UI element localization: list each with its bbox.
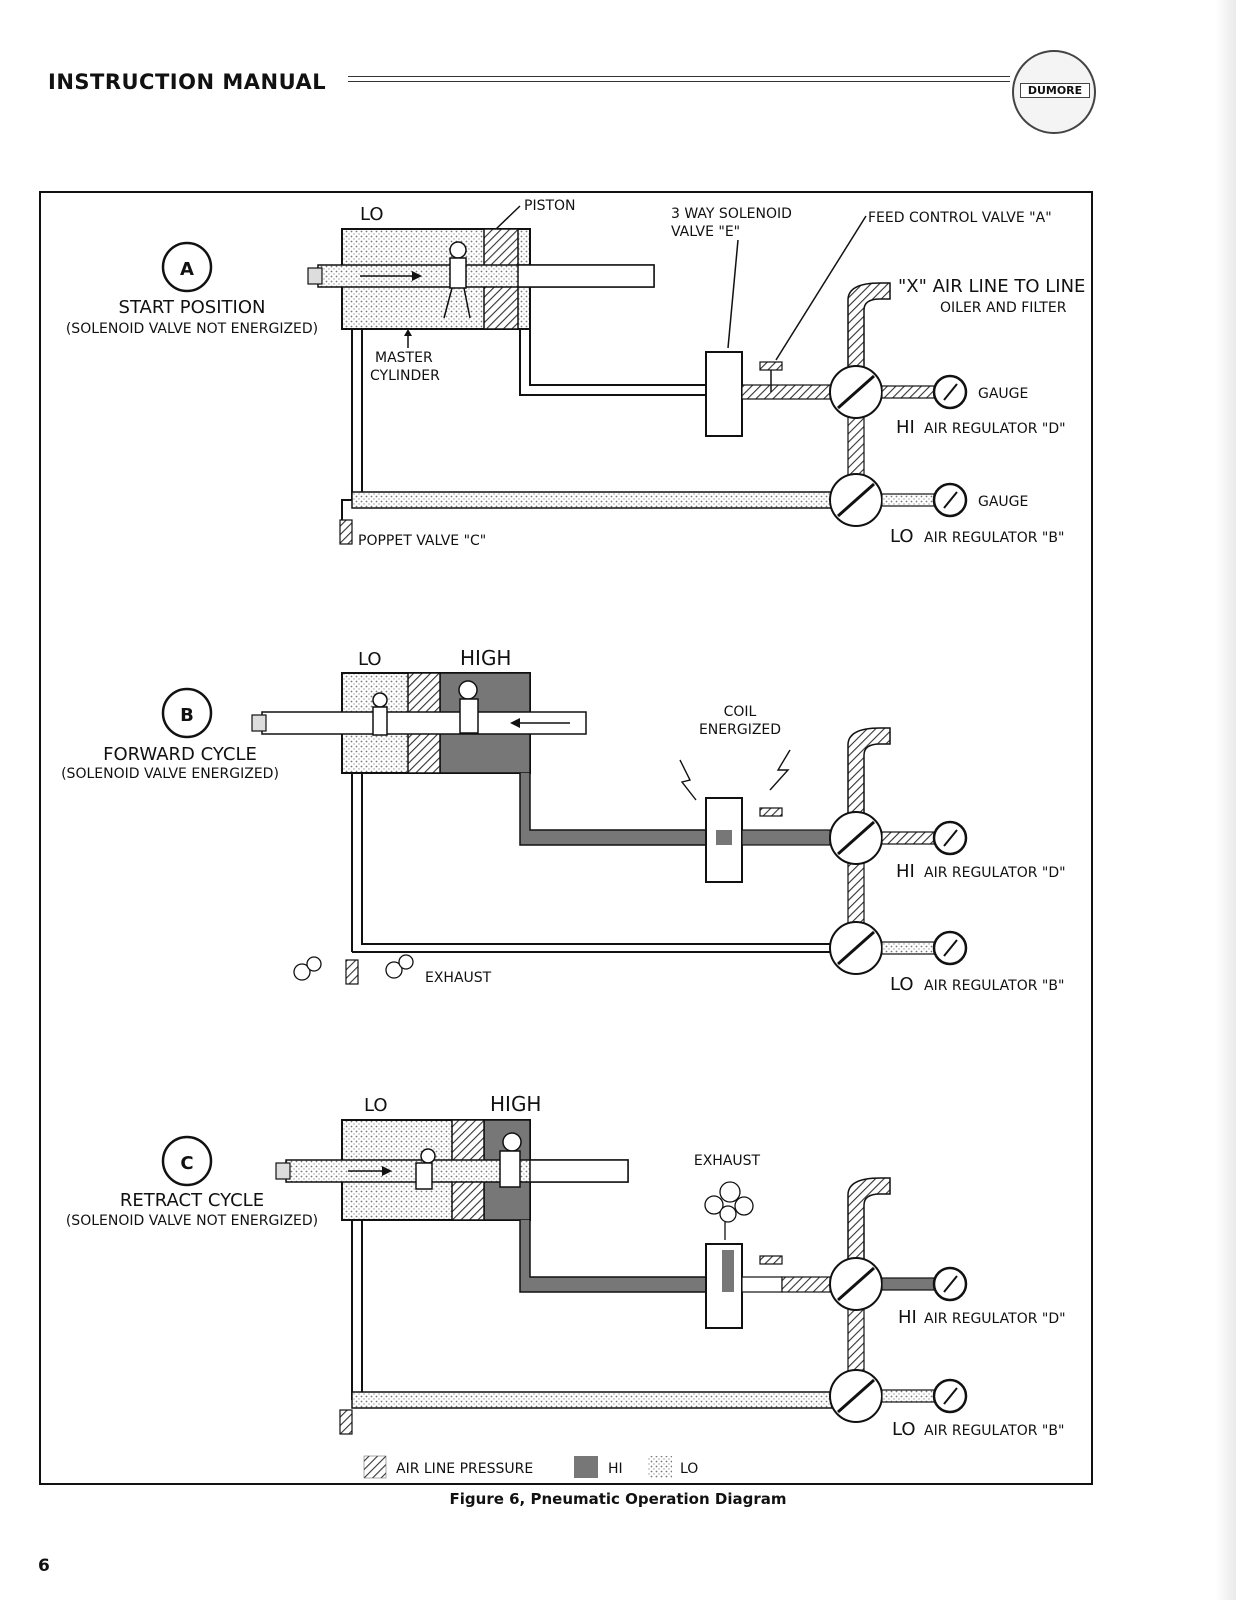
poppet-valve [339,519,353,545]
panel-c-title: RETRACT CYCLE [120,1190,264,1211]
master-label-2: CYLINDER [370,368,440,384]
panel-c-hi: HI [898,1307,917,1328]
panel-a-lo-label: LO [360,204,384,225]
rod-tip [307,267,323,285]
panel-c-subtitle: (SOLENOID VALVE NOT ENERGIZED) [66,1213,318,1229]
panel-b-high: HIGH [460,646,511,670]
page-number: 6 [38,1556,50,1576]
piston-leader [494,205,521,231]
header-rule [348,76,1010,77]
x-air-line [847,282,891,385]
panel-b-subtitle: (SOLENOID VALVE ENERGIZED) [61,766,279,782]
panel-c-hi-reg: AIR REGULATOR "D" [924,1311,1066,1327]
solenoid-valve [705,351,743,437]
legend-lo-swatch [648,1456,672,1478]
xline-label-2: OILER AND FILTER [940,300,1067,316]
panel-c-lo: LO [364,1095,388,1116]
panel-a-hi: HI [896,417,915,438]
exhaust-cloud-c [704,1181,754,1223]
worker-figure [443,241,471,319]
panel-b-letter: B [180,705,194,726]
panel-a-lo-line [341,329,353,520]
legend-hi: HI [608,1461,623,1477]
exhaust-cloud-b [293,954,414,981]
piston-rod-out [517,264,655,288]
legend: AIR LINE PRESSURE HI LO [363,1455,698,1479]
panel-c-exhaust: EXHAUST [694,1153,761,1169]
diagram-frame [39,191,1093,1485]
motion-arrowhead [412,271,422,281]
panel-a-title: START POSITION [119,297,266,318]
legend-air-swatch [363,1455,387,1479]
gauge-2-label: GAUGE [978,494,1028,510]
panel-b-title: FORWARD CYCLE [103,744,257,765]
feed-label: FEED CONTROL VALVE "A" [868,210,1052,226]
legend-lo: LO [680,1461,698,1477]
panel-b-lo2: LO [890,974,914,995]
feed-control-valve [759,361,783,371]
panel-b-hi-reg: AIR REGULATOR "D" [924,865,1066,881]
panel-c-lo2: LO [892,1419,916,1440]
legend-hi-swatch [574,1456,598,1478]
logo-text: DUMORE [1020,83,1090,98]
legend-air: AIR LINE PRESSURE [396,1461,533,1477]
panel-b-hi: HI [896,861,915,882]
solenoid-label-2: VALVE "E" [671,224,740,240]
piston-label: PISTON [524,198,576,214]
panel-b-lo: LO [358,649,382,670]
solenoid-label-1: 3 WAY SOLENOID [671,206,792,222]
panel-c-high: HIGH [490,1092,541,1116]
panel-b-exhaust: EXHAUST [425,970,492,986]
coil-label-1: COIL [724,704,757,720]
xline-label-1: "X" AIR LINE TO LINE [898,276,1085,297]
panel-a-subtitle: (SOLENOID VALVE NOT ENERGIZED) [66,321,318,337]
panel-a-hi-line [519,329,706,396]
header-rule-2 [348,81,1010,82]
panel-a-badge [161,241,213,293]
panel-b-lo-reg: AIR REGULATOR "B" [924,978,1064,994]
master-label-1: MASTER [375,350,433,366]
panel-c-lo-reg: AIR REGULATOR "B" [924,1423,1064,1439]
coil-label-2: ENERGIZED [699,722,781,738]
panel-a-hi-reg: AIR REGULATOR "D" [924,421,1066,437]
panel-c: C RETRACT CYCLE (SOLENOID VALVE NOT ENER… [66,1092,1066,1440]
poppet-label: POPPET VALVE "C" [358,533,486,549]
dumore-logo: DUMORE [1012,50,1096,134]
panel-b: B FORWARD CYCLE (SOLENOID VALVE ENERGIZE… [61,646,1065,995]
panel-a-letter: A [180,259,194,280]
panel-a-lo2: LO [890,526,914,547]
figure-caption: Figure 6, Pneumatic Operation Diagram [449,1490,787,1508]
panel-a: A START POSITION (SOLENOID VALVE NOT ENE… [66,198,1086,549]
page-header-title: INSTRUCTION MANUAL [48,70,327,94]
panel-c-letter: C [180,1153,193,1174]
gauge-1-label: GAUGE [978,386,1028,402]
panel-a-lo-reg: AIR REGULATOR "B" [924,530,1064,546]
scan-edge [1216,0,1236,1600]
